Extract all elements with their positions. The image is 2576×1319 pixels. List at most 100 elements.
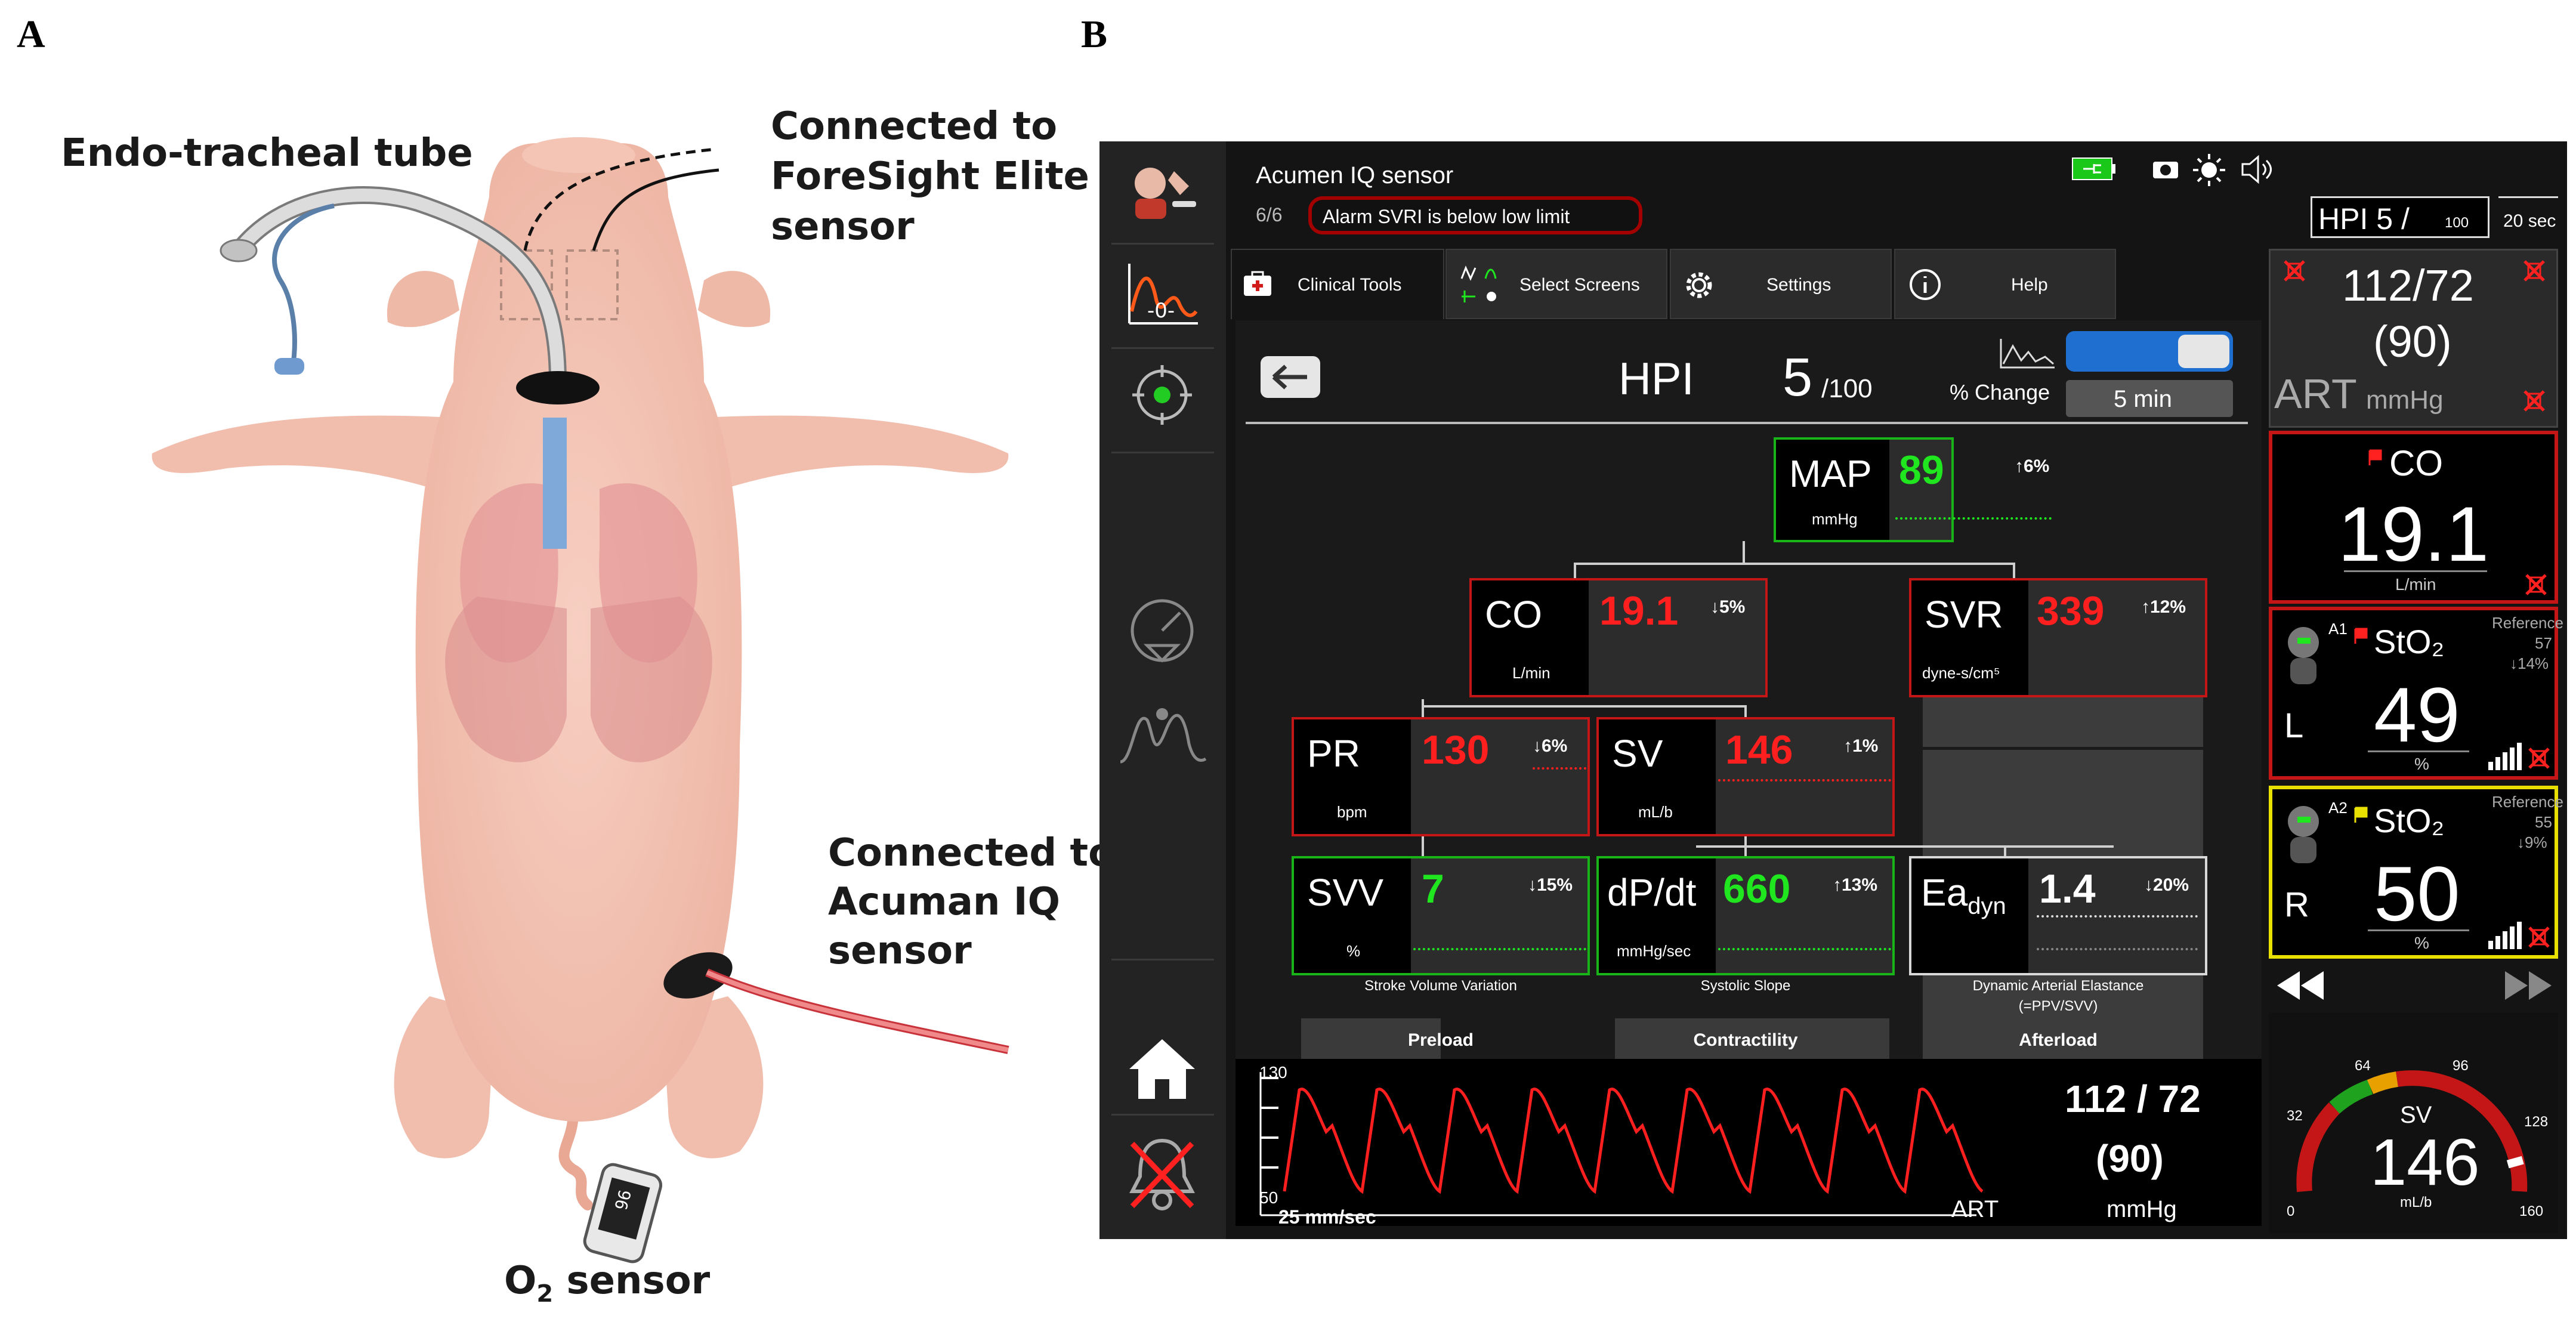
hemodynamic-monitor-screen: -0- Acumen IQ sensor 6/6 xyxy=(1099,141,2567,1239)
percent-change-toggle[interactable] xyxy=(2066,331,2233,372)
ref-label: Reference xyxy=(2492,614,2563,632)
alarm-banner[interactable]: Alarm SVRI is below low limit xyxy=(1308,196,1642,234)
dpdt-tile[interactable]: dP/dt mmHg/sec 660 ↑13% xyxy=(1596,856,1895,975)
waveform-speed: 25 mm/sec xyxy=(1278,1206,1376,1228)
tab-clinical-tools[interactable]: Clinical Tools xyxy=(1231,249,1444,319)
contractility-label: Contractility xyxy=(1693,1030,1798,1050)
target-icon[interactable] xyxy=(1129,362,1195,428)
trend-graph-icon[interactable]: -0- xyxy=(1123,258,1201,335)
gear-icon xyxy=(1686,272,1712,298)
co-tile[interactable]: CO L/min 19.1 ↓5% xyxy=(1469,578,1768,697)
pig-illustration xyxy=(152,137,1009,1264)
ref-change: ↓9% xyxy=(2517,833,2547,851)
waveform-scale-bottom: 50 xyxy=(1259,1188,1278,1207)
waveform-unit: mmHg xyxy=(2106,1196,2177,1222)
label-foresight-line3: sensor xyxy=(771,205,915,249)
screen-count: 6/6 xyxy=(1256,204,1283,226)
gauge-tick-128: 128 xyxy=(2524,1114,2549,1130)
tab-label: Clinical Tools xyxy=(1298,275,1402,295)
alarm-off-icon xyxy=(2528,926,2550,948)
channel-a1: A1 xyxy=(2328,620,2348,638)
hpi-max: /100 xyxy=(1821,374,1873,403)
label-foresight-line2: ForeSight Elite xyxy=(771,155,1089,199)
waveform-strip xyxy=(1236,1059,2262,1226)
svg-text:-0-: -0- xyxy=(1147,299,1175,323)
waveform-scale-top: 130 xyxy=(1259,1063,1287,1082)
label-foresight-line1: Connected to xyxy=(771,104,1058,149)
sto2-right-panel[interactable]: A2 StO₂ Reference 55 ↓9% R 50 % xyxy=(2269,786,2563,959)
camera-icon[interactable] xyxy=(2151,157,2180,181)
sto2-left-panel[interactable]: A1 StO₂ Reference 57 ↓14% L 49 % xyxy=(2269,607,2563,780)
eadyn-tile[interactable]: Eadyn 1.4 ↓20% xyxy=(1909,856,2207,975)
gauge-tick-0: 0 xyxy=(2287,1203,2295,1219)
co-panel[interactable]: CO 19.1 L/min xyxy=(2269,431,2558,604)
gauge-tick-32: 32 xyxy=(2287,1108,2303,1124)
ref-value: 57 xyxy=(2535,634,2552,652)
tab-label: Settings xyxy=(1766,275,1831,295)
waveform-mean: (90) xyxy=(2096,1137,2164,1180)
head-sensor-icon xyxy=(2288,627,2319,684)
waveform-icon[interactable] xyxy=(1117,696,1207,774)
tab-select-screens[interactable]: Select Screens xyxy=(1445,249,1667,319)
percent-change-label: % Change xyxy=(1950,380,2050,404)
ref-value: 55 xyxy=(2535,813,2552,831)
signal-bars-icon xyxy=(2488,922,2522,949)
signal-bars-icon xyxy=(2488,743,2522,770)
map-tile[interactable]: MAP mmHg 89 ↑6% xyxy=(1774,437,2052,542)
preload-label: Preload xyxy=(1407,1030,1474,1050)
gauge-tick-160: 160 xyxy=(2519,1203,2544,1219)
sto2-r-label: StO₂ xyxy=(2374,802,2445,839)
patient-icon[interactable] xyxy=(1123,159,1201,225)
ea-caption-1: Dynamic Arterial Elastance xyxy=(1972,978,2144,994)
medical-kit-icon xyxy=(1244,271,1271,296)
co-unit: L/min xyxy=(2395,575,2436,594)
alarm-text: Alarm SVRI is below low limit xyxy=(1323,206,1570,227)
art-panel[interactable]: 112/72 (90) ART mmHg xyxy=(2269,249,2558,428)
art-waveform xyxy=(1259,1072,1984,1216)
tab-label: Help xyxy=(2011,275,2048,295)
home-icon[interactable] xyxy=(1126,1036,1198,1102)
gauge-tick-96: 96 xyxy=(2453,1058,2469,1074)
svv-caption: Stroke Volume Variation xyxy=(1364,978,1517,994)
svr-tile[interactable]: SVR dyne-s/cm⁵ 339 ↑12% xyxy=(1909,578,2207,697)
time-window-select[interactable]: 5 min xyxy=(2066,380,2233,417)
panel-a-letter: A xyxy=(17,13,45,56)
sensor-name: Acumen IQ sensor xyxy=(1256,162,1454,189)
gauge-label: SV xyxy=(2400,1102,2432,1128)
interval-label: 20 sec xyxy=(2498,196,2558,238)
waveform-label: ART xyxy=(1951,1196,1999,1222)
ref-label: Reference xyxy=(2492,793,2563,811)
label-acumen-line3: sensor xyxy=(828,929,972,973)
battery-plug-icon xyxy=(2072,157,2115,180)
label-endotracheal-tube: Endo-tracheal tube xyxy=(61,131,473,175)
pr-tile[interactable]: PR bpm 130 ↓6% xyxy=(1292,717,1590,836)
alarm-off-icon xyxy=(2525,574,2547,595)
left-sidebar: -0- xyxy=(1099,141,1226,1239)
sv-gauge[interactable]: 0 32 64 96 128 160 SV 146 mL/b xyxy=(2269,1012,2558,1233)
side-label: L xyxy=(2284,706,2304,745)
tab-settings[interactable]: Settings xyxy=(1670,249,1892,319)
art-unit: mmHg xyxy=(2366,385,2444,415)
gauge-icon[interactable] xyxy=(1126,595,1198,666)
volume-icon[interactable] xyxy=(2239,153,2275,186)
fast-forward-icon[interactable] xyxy=(2501,968,2555,1003)
gauge-pointer xyxy=(2506,1156,2524,1169)
head-sensor-icon xyxy=(2288,806,2319,863)
alarm-silence-icon[interactable] xyxy=(1123,1132,1201,1215)
hpi-summary-box[interactable]: HPI 5 / 100 xyxy=(2311,196,2489,238)
flag-icon xyxy=(2354,628,2368,644)
tab-help[interactable]: Help xyxy=(1894,249,2116,319)
rewind-icon[interactable] xyxy=(2274,968,2327,1003)
svv-tile[interactable]: SVV % 7 ↓15% xyxy=(1292,856,1590,975)
channel-a2: A2 xyxy=(2328,799,2348,817)
sto2-l-unit: % xyxy=(2414,755,2429,773)
art-mean: (90) xyxy=(2373,317,2452,366)
brightness-icon[interactable] xyxy=(2191,152,2227,188)
hpi-title: HPI xyxy=(1619,354,1694,404)
sto2-r-unit: % xyxy=(2414,934,2429,952)
dpdt-caption: Systolic Slope xyxy=(1700,978,1791,994)
sv-tile[interactable]: SV mL/b 146 ↑1% xyxy=(1596,717,1895,836)
hpi-value: 5 xyxy=(1783,348,1813,407)
back-button[interactable] xyxy=(1261,356,1320,398)
flag-icon xyxy=(2368,449,2382,465)
